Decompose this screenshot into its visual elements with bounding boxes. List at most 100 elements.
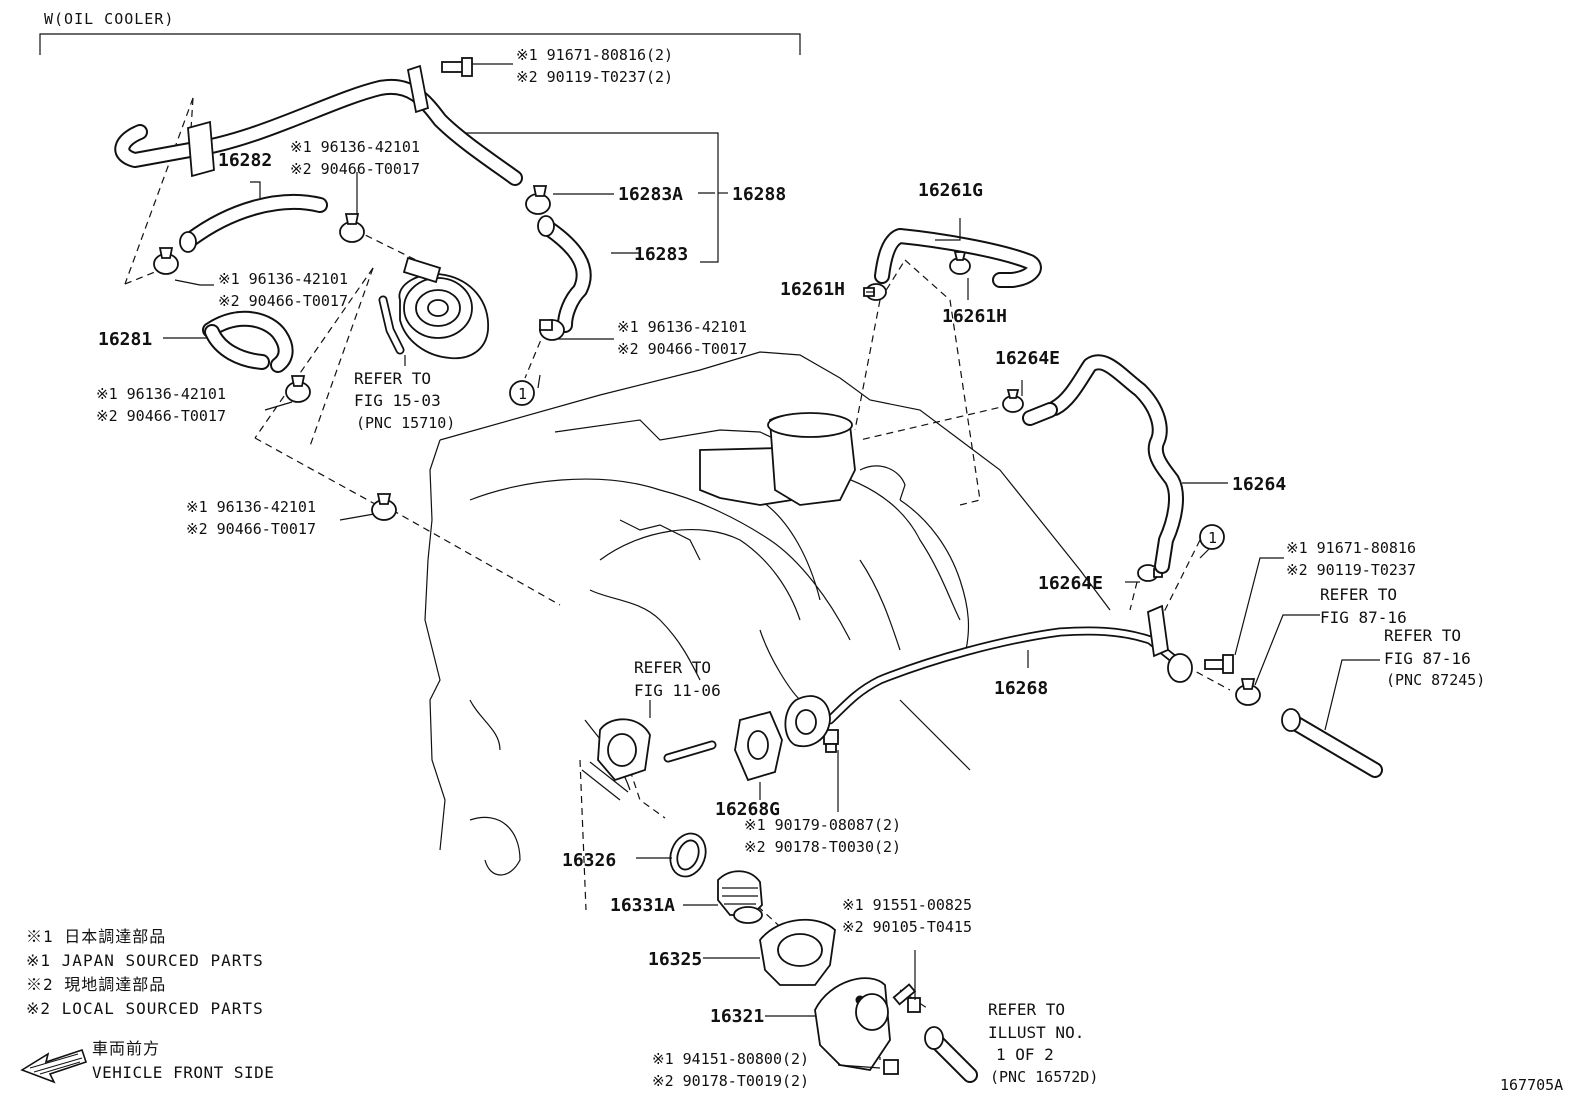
bypass-hose: [924, 1026, 978, 1083]
callout-nut-bottom-1: ※1 94151-80800(2): [652, 1050, 809, 1068]
ref-illust-line3: 1 OF 2: [996, 1045, 1054, 1064]
label-16281: 16281: [98, 329, 152, 350]
circle-marker-left: 1: [509, 380, 535, 406]
ref-fig11-line2: FIG 11-06: [634, 681, 721, 700]
front-label-jp: 車両前方: [92, 1039, 160, 1058]
clamp-icon: [949, 251, 971, 275]
label-16331A: 16331A: [610, 895, 675, 916]
label-16261H-left: 16261H: [780, 279, 845, 300]
callout-bolt-lower-1: ※1 91551-00825: [842, 896, 972, 914]
callout-nut-mid-2: ※2 90178-T0030(2): [744, 838, 901, 856]
ref-fig87b-line3: (PNC 87245): [1386, 671, 1485, 689]
callout-bolt-top-1: ※1 91671-80816(2): [516, 46, 673, 64]
water-inlet-housing: [581, 718, 651, 801]
ref-fig15-line1: REFER TO: [354, 369, 431, 388]
callout-clamp-b-2: ※2 90466-T0017: [218, 292, 348, 310]
left-arrow-icon: [20, 1048, 88, 1084]
engine-block: [424, 351, 1111, 876]
legend-line-4: ※2 LOCAL SOURCED PARTS: [26, 999, 264, 1018]
ref-fig15-line3: (PNC 15710): [356, 414, 455, 432]
gasket-16325: [759, 918, 836, 986]
clamp-icon: [539, 319, 565, 341]
gasket-16268G: [734, 710, 783, 782]
legend-line-3: ※2 現地調達部品: [26, 975, 166, 994]
bolt-icon: [1204, 654, 1234, 674]
label-16264: 16264: [1232, 474, 1286, 495]
ref-illust-line2: ILLUST NO.: [988, 1023, 1084, 1042]
callout-clamp-c-2: ※2 90466-T0017: [617, 340, 747, 358]
circle-marker-left-label: 1: [518, 385, 527, 403]
ref-fig11-line1: REFER TO: [634, 658, 711, 677]
clamp-icon: [1002, 389, 1024, 413]
hose-16283: [537, 215, 592, 333]
label-16268G: 16268G: [715, 799, 780, 820]
label-16321: 16321: [710, 1006, 764, 1027]
hose-16282: [179, 194, 328, 253]
callout-clamp-a-2: ※2 90466-T0017: [290, 160, 420, 178]
clamp-icon: [1137, 564, 1163, 582]
label-16261G: 16261G: [918, 180, 983, 201]
clamp-icon: [525, 185, 551, 215]
nut-icon: [883, 1059, 899, 1075]
clamp-icon: [153, 247, 179, 275]
leader-lines: [163, 63, 1380, 1069]
callout-bolt-lower-2: ※2 90105-T0415: [842, 918, 972, 936]
heater-hose-upper: [114, 64, 523, 186]
bolt-icons: [441, 57, 1234, 1075]
callout-clamp-a-1: ※1 96136-42101: [290, 138, 420, 156]
stud-bolt: [663, 740, 717, 763]
label-16288: 16288: [732, 184, 786, 205]
callout-bolt-right-1: ※1 91671-80816: [1286, 539, 1416, 557]
label-16283A: 16283A: [618, 184, 683, 205]
callout-clamp-e-2: ※2 90466-T0017: [186, 520, 316, 538]
oil-cooler: [378, 256, 489, 360]
clamp-icons: [153, 185, 1261, 706]
pipe-16268: [784, 604, 1193, 748]
heater-hose-right: [1281, 708, 1383, 778]
label-16326: 16326: [562, 850, 616, 871]
hose-16261G: [874, 228, 1042, 288]
callout-clamp-b-1: ※1 96136-42101: [218, 270, 348, 288]
clamp-icon: [285, 375, 311, 403]
ref-fig87a-line2: FIG 87-16: [1320, 608, 1407, 627]
label-16264E-bottom: 16264E: [1038, 573, 1103, 594]
gasket-16326: [669, 832, 707, 878]
legend-line-2: ※1 JAPAN SOURCED PARTS: [26, 951, 264, 970]
ref-fig87a-line1: REFER TO: [1320, 585, 1397, 604]
clamp-icon: [371, 493, 397, 521]
label-16264E-top: 16264E: [995, 348, 1060, 369]
clamp-icon: [339, 213, 365, 243]
water-inlet-16321: [814, 977, 891, 1071]
hose-16264: [1022, 354, 1184, 574]
circle-marker-right-label: 1: [1208, 529, 1217, 547]
variant-label: W(OIL COOLER): [44, 10, 174, 28]
callout-clamp-c-1: ※1 96136-42101: [617, 318, 747, 336]
nut-icon: [823, 729, 839, 753]
ref-fig87b-line1: REFER TO: [1384, 626, 1461, 645]
callout-clamp-d-2: ※2 90466-T0017: [96, 407, 226, 425]
clamp-icon: [863, 283, 887, 301]
ref-fig87b-line2: FIG 87-16: [1384, 649, 1471, 668]
clamp-icon: [1235, 678, 1261, 706]
legend: ※1 日本調達部品 ※1 JAPAN SOURCED PARTS ※2 現地調達…: [26, 927, 264, 1018]
bolt-icon: [892, 983, 921, 1013]
ref-illust-line4: (PNC 16572D): [990, 1068, 1098, 1086]
thermostat-16331A: [717, 870, 763, 924]
label-16325: 16325: [648, 949, 702, 970]
illustration-code: 167705A: [1500, 1076, 1563, 1094]
label-16268: 16268: [994, 678, 1048, 699]
label-16282: 16282: [218, 150, 272, 171]
hose-16281: [202, 310, 294, 373]
callout-nut-mid-1: ※1 90179-08087(2): [744, 816, 901, 834]
label-16261H-right: 16261H: [942, 306, 1007, 327]
label-16283: 16283: [634, 244, 688, 265]
bolt-icon: [441, 57, 473, 77]
callout-clamp-e-1: ※1 96136-42101: [186, 498, 316, 516]
ref-illust-line1: REFER TO: [988, 1000, 1065, 1019]
variant-bracket: [39, 33, 801, 55]
callout-clamp-d-1: ※1 96136-42101: [96, 385, 226, 403]
callout-bolt-right-2: ※2 90119-T0237: [1286, 561, 1416, 579]
ref-fig15-line2: FIG 15-03: [354, 391, 441, 410]
circle-marker-right: 1: [1199, 524, 1225, 550]
